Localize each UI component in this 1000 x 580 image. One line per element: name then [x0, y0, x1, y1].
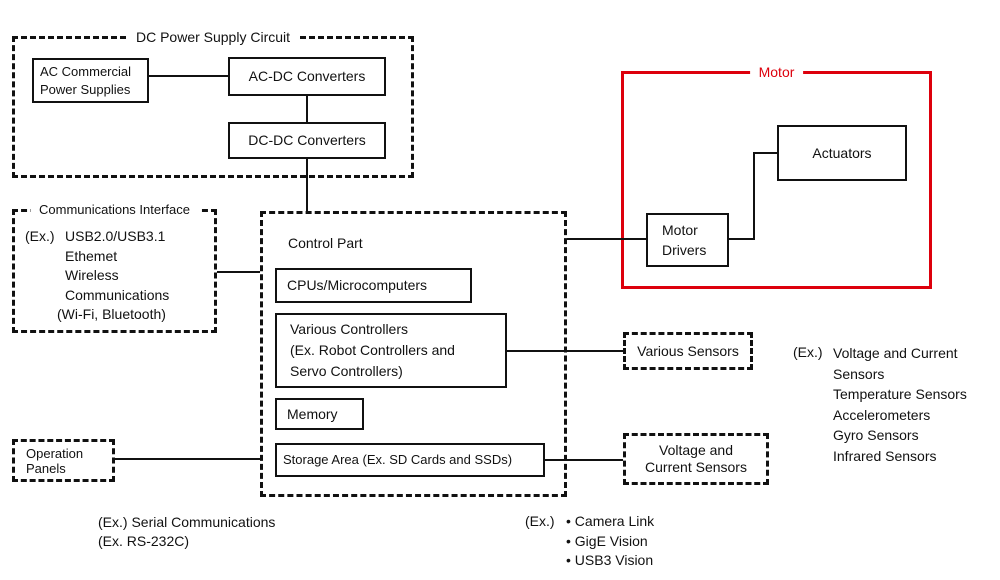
connector-drivers-actuators-h2: [753, 152, 777, 154]
comms-example-list: USB2.0/USB3.1 Ethemet Wireless Communica…: [57, 227, 170, 325]
connector-dcdc-control: [306, 159, 308, 211]
serial-note-line1: (Ex.) Serial Communications: [98, 514, 276, 530]
dc-power-supply-title: DC Power Supply Circuit: [126, 28, 300, 47]
control-part-title: Control Part: [288, 235, 363, 251]
ac-dc-converters-box: AC-DC Converters: [228, 57, 386, 96]
sensor-example-item: Voltage and Current: [833, 345, 958, 361]
motor-drivers-line2: Drivers: [662, 242, 707, 258]
storage-area-label: Storage Area (Ex. SD Cards and SSDs): [283, 452, 513, 468]
various-sensors-label: Various Sensors: [637, 342, 739, 359]
vision-note-item: • GigE Vision: [566, 532, 648, 549]
various-controllers-line3: Servo Controllers): [290, 363, 403, 379]
connector-acsupply-acdc: [149, 75, 228, 77]
comms-example-wireless: Wireless: [65, 267, 119, 283]
sensor-examples-list: Voltage and Current Sensors Temperature …: [833, 343, 967, 466]
comms-example-communications: Communications: [65, 286, 170, 303]
connector-comms-control: [217, 271, 260, 273]
communications-interface-group: Communications Interface: [12, 201, 217, 333]
various-controllers-box: Various Controllers (Ex. Robot Controlle…: [275, 313, 507, 388]
actuators-box: Actuators: [777, 125, 907, 181]
voltage-current-sensors-line2: Current Sensors: [645, 459, 747, 475]
comms-example-ethernet: Ethemet: [65, 247, 118, 264]
connector-controllers-varioussensors: [507, 350, 623, 352]
sensor-examples-ex-label: (Ex.): [793, 344, 823, 360]
motor-title: Motor: [749, 63, 804, 82]
operation-panels-line1: Operation: [26, 445, 84, 461]
sensor-example-item: Gyro Sensors: [833, 427, 919, 443]
connector-acdc-dcdc: [306, 96, 308, 122]
comms-example-usb: USB2.0/USB3.1: [65, 228, 166, 244]
operation-panels-box: Operation Panels: [12, 439, 115, 482]
ac-supply-label-line1: AC Commercial: [40, 63, 132, 79]
ac-commercial-power-supplies-box: AC Commercial Power Supplies: [32, 58, 149, 103]
sensor-example-item: Temperature Sensors: [833, 386, 967, 402]
connector-operation-control: [115, 458, 260, 460]
vision-note-ex-label: (Ex.): [525, 513, 555, 529]
memory-label: Memory: [287, 405, 338, 422]
serial-note-line2: (Ex. RS-232C): [98, 533, 190, 549]
comms-ex-label: (Ex.): [25, 228, 55, 244]
sensor-example-item: Sensors: [833, 365, 885, 382]
connector-drivers-elbow-h1: [729, 238, 755, 240]
cpus-microcomputers-box: CPUs/Microcomputers: [275, 268, 472, 303]
communications-interface-title: Communications Interface: [29, 201, 200, 219]
memory-box: Memory: [275, 398, 364, 430]
various-sensors-box: Various Sensors: [623, 332, 753, 370]
ac-supply-label-line2: Power Supplies: [40, 81, 131, 97]
control-part-group: Control Part: [260, 211, 567, 497]
vision-note-item: • USB3 Vision: [566, 552, 654, 568]
connector-drivers-elbow-v: [753, 152, 755, 240]
voltage-current-sensors-box: Voltage and Current Sensors: [623, 433, 769, 485]
motor-drivers-box: Motor Drivers: [646, 213, 729, 267]
comms-example-wifi-bluetooth: (Wi-Fi, Bluetooth): [57, 306, 166, 322]
various-controllers-line2: (Ex. Robot Controllers and: [290, 342, 455, 358]
dc-dc-converters-box: DC-DC Converters: [228, 122, 386, 159]
ac-dc-converters-label: AC-DC Converters: [248, 68, 366, 85]
cpus-microcomputers-label: CPUs/Microcomputers: [287, 277, 428, 294]
actuators-label: Actuators: [812, 144, 872, 161]
vision-note-item: • Camera Link: [566, 513, 655, 529]
dc-dc-converters-label: DC-DC Converters: [248, 132, 366, 149]
serial-communications-note: (Ex.) Serial Communications (Ex. RS-232C…: [98, 513, 275, 551]
motor-group: Motor: [621, 63, 932, 289]
motor-drivers-line1: Motor: [662, 222, 698, 238]
operation-panels-line2: Panels: [26, 460, 66, 476]
storage-area-box: Storage Area (Ex. SD Cards and SSDs): [275, 443, 545, 477]
vision-note-list: • Camera Link • GigE Vision • USB3 Visio…: [566, 512, 654, 571]
voltage-current-sensors-line1: Voltage and: [659, 442, 733, 458]
dc-power-supply-group: DC Power Supply Circuit: [12, 28, 414, 178]
sensor-example-item: Accelerometers: [833, 406, 931, 423]
various-controllers-line1: Various Controllers: [290, 321, 409, 337]
connector-storage-voltagesensors: [545, 459, 623, 461]
sensor-example-item: Infrared Sensors: [833, 447, 937, 464]
connector-control-motordrivers: [567, 238, 646, 240]
